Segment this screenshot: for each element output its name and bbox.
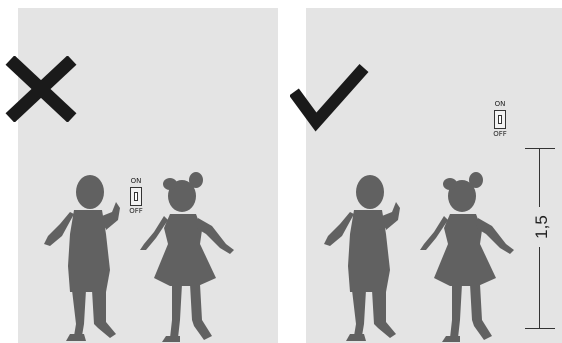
switch-on-label: ON [485, 100, 515, 109]
switch-off-label: OFF [485, 130, 515, 139]
measure-bottom-tick [525, 328, 555, 329]
measure-top-tick [525, 148, 555, 149]
boy-silhouette [40, 174, 130, 342]
boy-silhouette [320, 174, 410, 342]
girl-silhouette [420, 170, 520, 343]
cross-mark-icon [4, 56, 78, 127]
switch-plate [494, 110, 506, 129]
check-mark-icon [290, 62, 370, 139]
height-label: 1,5 m [527, 207, 557, 247]
girl-silhouette [140, 170, 240, 343]
light-switch-high: ON OFF [485, 100, 515, 139]
